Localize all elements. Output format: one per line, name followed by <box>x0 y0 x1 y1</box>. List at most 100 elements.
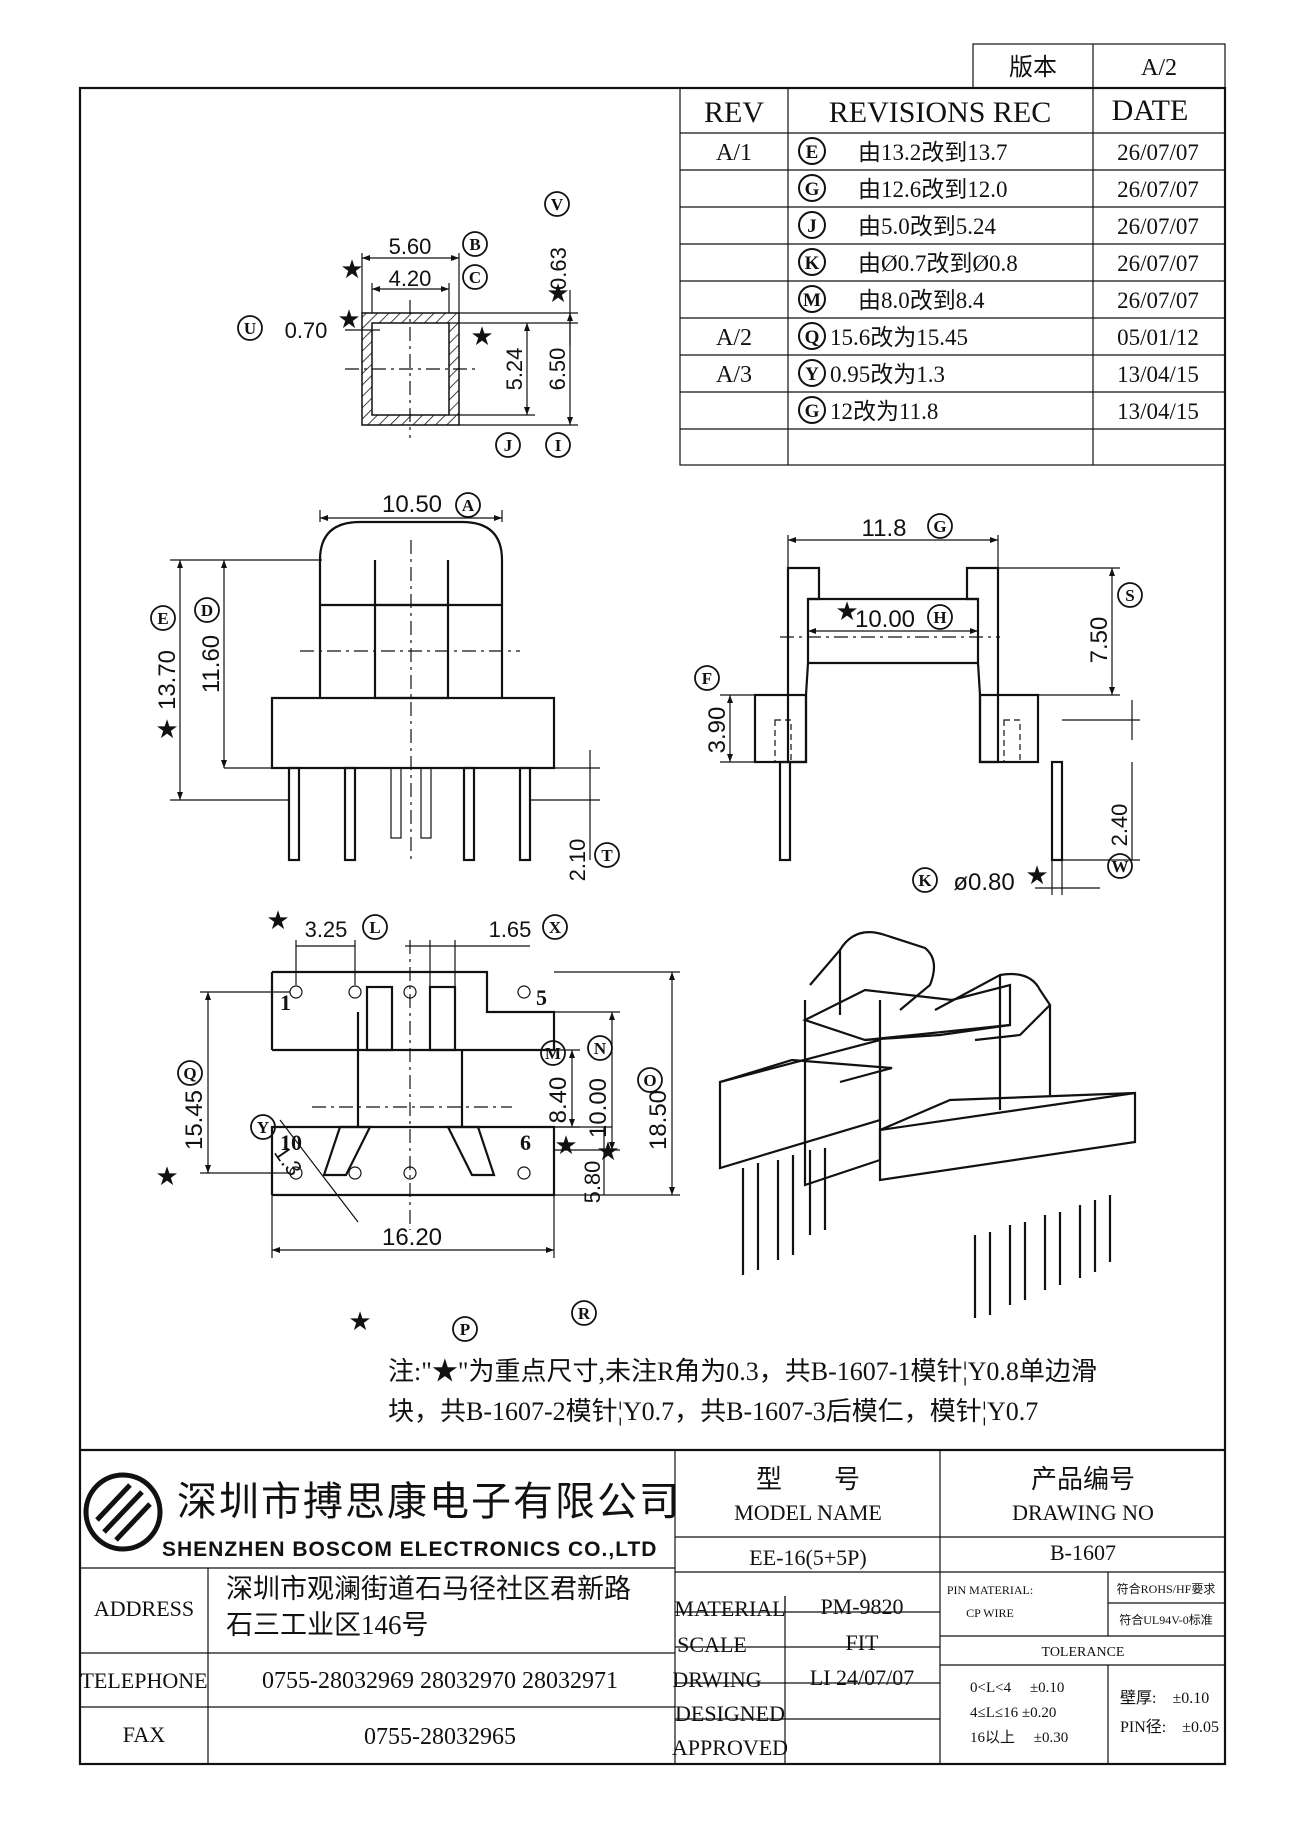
address-line-1: 深圳市观澜街道石马径社区君新路 <box>226 1574 631 1604</box>
company-logo <box>83 1472 163 1552</box>
revision-rev: A/1 <box>716 140 752 166</box>
dim-11-8: 11.8 <box>862 515 907 542</box>
revision-text: 12改为11.8 <box>830 399 938 424</box>
pin-material-label: PIN MATERIAL: <box>947 1583 1033 1597</box>
revision-mark-letter: E <box>806 142 819 163</box>
marker-w: W <box>1107 853 1133 879</box>
marker-y: Y <box>250 1114 276 1140</box>
marker-letter: E <box>157 609 168 628</box>
marker-i: I <box>545 432 571 458</box>
marker-u: U <box>237 315 263 341</box>
revision-mark: Y <box>798 359 826 387</box>
dim-0-63: 0.63 <box>546 247 571 290</box>
marker-letter: V <box>551 195 564 214</box>
marker-h: H <box>927 604 953 630</box>
fax-value: 0755-28032965 <box>364 1724 516 1750</box>
marker-l: L <box>362 914 388 940</box>
designed-label: DESIGNED <box>675 1701 785 1726</box>
revision-date: 13/04/15 <box>1117 362 1199 387</box>
note-line-1: 注:"★"为重点尺寸,未注R角为0.3，共B-1607-1模针¦Y0.8单边滑 <box>388 1357 1097 1386</box>
dim-15-45: 15.45 <box>181 1090 208 1150</box>
revision-mark: G <box>798 174 826 202</box>
dim-16-20: 16.20 <box>382 1224 442 1251</box>
revision-date: 26/07/07 <box>1117 140 1199 165</box>
dim-2-40: 2.40 <box>1107 804 1132 847</box>
marker-d: D <box>194 597 220 623</box>
star-mark: ★ <box>340 254 363 284</box>
version-label: 版本 <box>1009 54 1057 81</box>
revision-row: G 由12.6改到12.0 26/07/07 <box>798 174 1199 202</box>
dim-4-20: 4.20 <box>389 266 432 291</box>
rev-header: REV <box>704 96 764 129</box>
telephone-label: TELEPHONE <box>80 1668 207 1693</box>
star-mark: ★ <box>1025 860 1048 890</box>
isometric-view <box>718 931 1137 1318</box>
marker-letter: B <box>469 235 480 254</box>
company-name-en: SHENZHEN BOSCOM ELECTRONICS CO.,LTD <box>162 1538 657 1561</box>
marker-letter: M <box>545 1044 561 1063</box>
note-line-2: 块，共B-1607-2模针¦Y0.7，共B-1607-3后模仁，模针¦Y0.7 <box>388 1397 1038 1426</box>
revision-mark: K <box>798 248 826 276</box>
dim-8-40: 8.40 <box>545 1077 572 1124</box>
revision-text: 15.6改为15.45 <box>830 325 968 350</box>
revision-date: 26/07/07 <box>1117 251 1199 276</box>
revision-mark-letter: G <box>805 179 820 200</box>
ul-note: 符合UL94V-0标准 <box>1119 1612 1213 1627</box>
marker-r: R <box>571 1300 597 1326</box>
marker-e: E <box>150 605 176 631</box>
version-value: A/2 <box>1141 55 1177 81</box>
dim-3-90: 3.90 <box>704 707 731 754</box>
star-mark: ★ <box>155 714 178 744</box>
star-mark: ★ <box>337 304 360 334</box>
marker-j: J <box>495 432 521 458</box>
revision-mark-letter: G <box>805 401 820 422</box>
marker-letter: G <box>933 517 946 536</box>
marker-n: N <box>587 1035 613 1061</box>
drawing-label-cn: 产品编号 <box>1031 1465 1135 1494</box>
model-label-en: MODEL NAME <box>734 1500 882 1525</box>
revision-mark-letter: J <box>807 216 817 237</box>
revision-text: 由8.0改到8.4 <box>858 288 985 313</box>
material-label: MATERIAL <box>674 1596 785 1621</box>
marker-letter: T <box>601 846 613 865</box>
scale-value: FIT <box>846 1630 880 1655</box>
pin-1-label: 1 <box>280 990 291 1015</box>
dim-2-10: 2.10 <box>565 839 590 882</box>
star-mark: ★ <box>554 1130 577 1160</box>
revision-mark: J <box>798 211 826 239</box>
revision-mark-letter: Y <box>805 364 819 385</box>
dim-5-80: 5.80 <box>580 1161 605 1204</box>
dim-5-24: 5.24 <box>502 348 527 391</box>
revision-date: 26/07/07 <box>1117 177 1199 202</box>
revision-text: 由13.2改到13.7 <box>858 140 1008 165</box>
marker-letter: X <box>549 918 562 937</box>
marker-letter: L <box>369 918 380 937</box>
star-mark: ★ <box>470 321 493 351</box>
address-label: ADDRESS <box>94 1596 194 1621</box>
marker-q: Q <box>177 1060 203 1086</box>
revision-row: A/1 E 由13.2改到13.7 26/07/07 <box>716 137 1199 166</box>
revision-mark-letter: K <box>805 253 820 274</box>
revision-text: 由12.6改到12.0 <box>858 177 1008 202</box>
revision-mark: E <box>798 137 826 165</box>
marker-letter: R <box>578 1304 591 1323</box>
marker-letter: Q <box>183 1064 196 1083</box>
marker-letter: N <box>594 1039 607 1058</box>
star-mark: ★ <box>835 596 858 626</box>
marker-letter: I <box>555 436 562 455</box>
marker-letter: P <box>460 1320 470 1339</box>
revision-date: 26/07/07 <box>1117 288 1199 313</box>
rohs-note: 符合ROHS/HF要求 <box>1117 1581 1216 1596</box>
pin-diameter-tolerance: PIN径: ±0.05 <box>1120 1718 1219 1736</box>
dim-7-50: 7.50 <box>1086 617 1113 664</box>
pin-10-label: 10 <box>280 1130 302 1155</box>
material-value: PM-9820 <box>820 1594 903 1619</box>
star-mark: ★ <box>348 1306 371 1336</box>
revision-mark: M <box>798 285 826 313</box>
wall-tolerance: 壁厚: ±0.10 <box>1120 1688 1209 1707</box>
marker-letter: C <box>469 268 481 287</box>
